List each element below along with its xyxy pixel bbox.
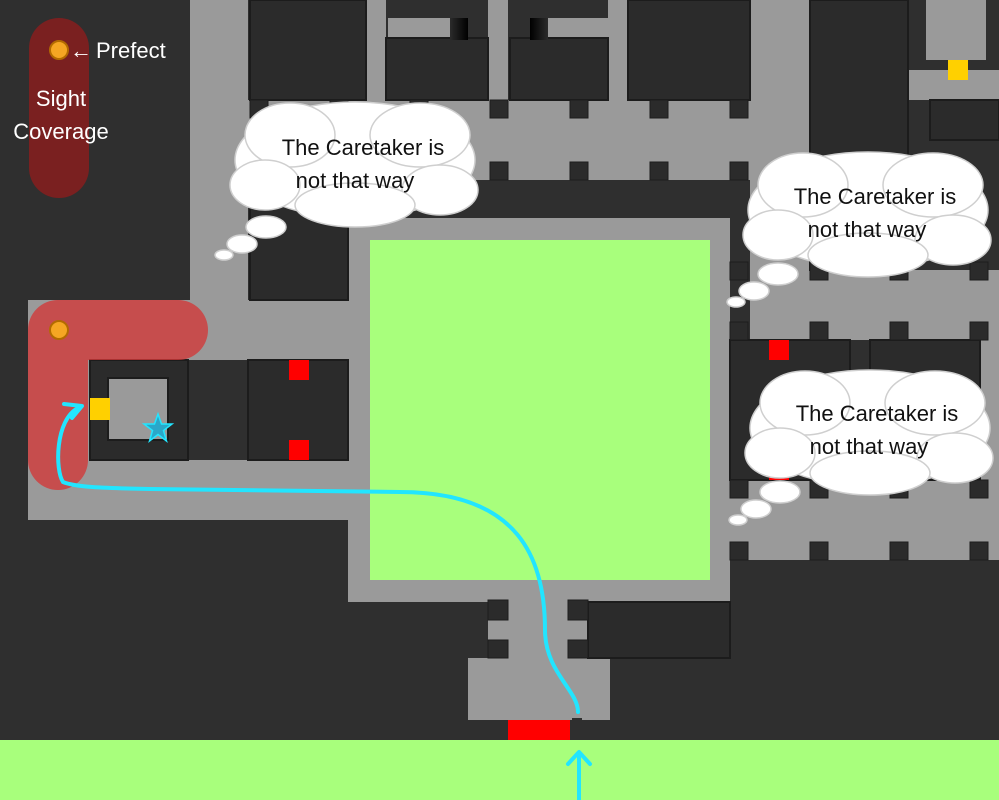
bubble-text-line1: The Caretaker is — [282, 135, 445, 160]
bubble-text-line2: not that way — [808, 217, 927, 242]
bubble-text-line1: The Caretaker is — [796, 401, 959, 426]
legend-prefect-label: Prefect — [96, 38, 166, 63]
bubble-text-line1: The Caretaker is — [794, 184, 957, 209]
yellow-doors — [90, 60, 968, 420]
path-arrow-icon — [62, 402, 84, 420]
doorway-shadow — [530, 18, 548, 40]
sight-coverage-area — [28, 300, 208, 490]
entrance-gap — [572, 718, 582, 740]
player-path — [56, 406, 580, 714]
prefect-marker-icon — [49, 40, 69, 60]
thought-bubble — [726, 151, 992, 308]
legend-coverage-label-line2: Coverage — [13, 119, 108, 144]
doorway-shadow — [450, 18, 468, 40]
pillars — [249, 99, 989, 659]
legend-arrow-icon: ← — [70, 38, 92, 63]
thought-bubble — [728, 369, 994, 526]
entry-arrow-icon — [566, 750, 592, 766]
bubble-text-line2: not that way — [810, 434, 929, 459]
prefect-marker-icon — [49, 320, 69, 340]
thought-bubble — [214, 101, 479, 261]
outside-ground — [0, 740, 999, 800]
courtyard — [370, 240, 710, 580]
bubble-text-line2: not that way — [296, 168, 415, 193]
legend-coverage-swatch — [29, 18, 89, 198]
goal-star-icon — [141, 411, 175, 443]
legend-coverage-label-line1: Sight — [36, 86, 86, 111]
